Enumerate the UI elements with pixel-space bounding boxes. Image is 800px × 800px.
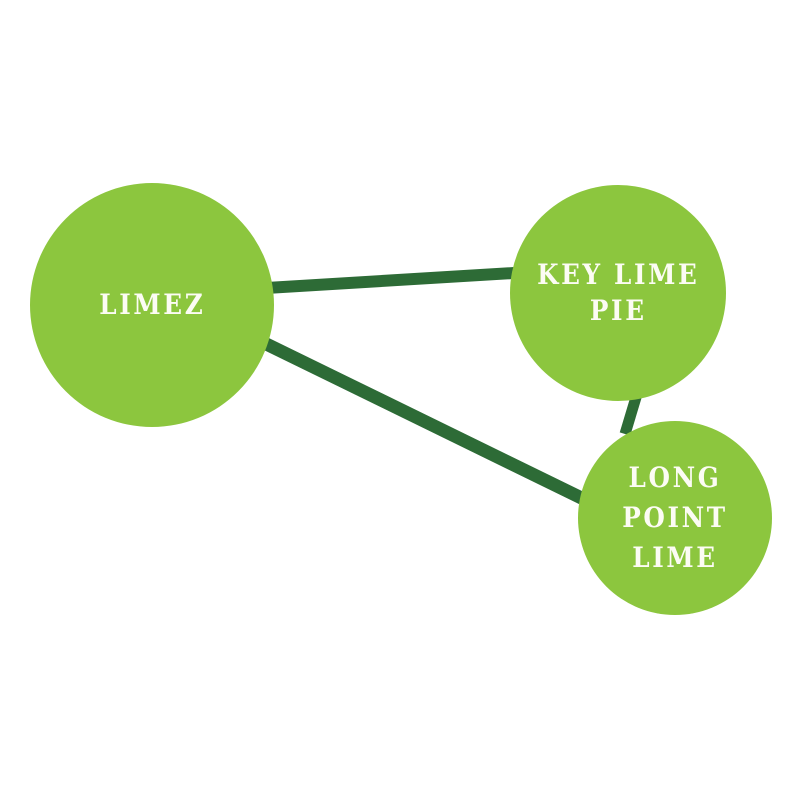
- label-line: PIE: [589, 294, 647, 327]
- label-line: KEY LIME: [536, 258, 700, 291]
- node-long-point-lime[interactable]: LONG POINT LIME: [578, 421, 772, 615]
- node-key-lime-pie-label: KEY LIME PIE: [537, 257, 699, 329]
- edge-limez-long-point-lime[interactable]: [247, 330, 609, 516]
- node-limez[interactable]: LIMEZ: [30, 183, 274, 427]
- label-line: LIMEZ: [98, 288, 206, 321]
- label-line: LONG: [628, 461, 722, 494]
- node-limez-label: LIMEZ: [99, 290, 205, 320]
- label-line: LIME: [632, 541, 718, 574]
- node-key-lime-pie[interactable]: KEY LIME PIE: [510, 185, 726, 401]
- node-long-point-lime-label: LONG POINT LIME: [622, 458, 728, 578]
- label-line: POINT: [622, 501, 728, 534]
- edge-limez-key-lime-pie[interactable]: [249, 266, 531, 295]
